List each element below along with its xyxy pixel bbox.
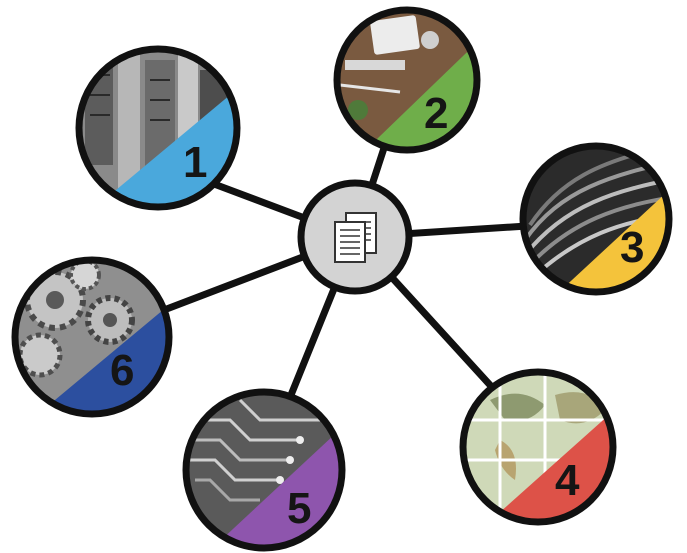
accent-wedge-5 [205,420,342,548]
node-2: 2 [333,6,481,154]
documents-icon [334,212,377,263]
node-number-4: 4 [555,456,580,505]
node-4: 4 [459,368,617,526]
hub-node [297,179,413,295]
node-number-5: 5 [287,484,311,533]
accent-wedge-4 [480,405,613,522]
node-1: 1 [75,45,241,211]
node-number-2: 2 [424,89,448,138]
node-number-1: 1 [183,138,207,187]
node-6: 6 [11,256,173,418]
node-number-3: 3 [620,223,644,272]
node-number-6: 6 [110,346,134,395]
node-3: 3 [519,142,673,296]
node-5: 5 [182,388,346,552]
accent-wedge-6 [25,300,169,414]
